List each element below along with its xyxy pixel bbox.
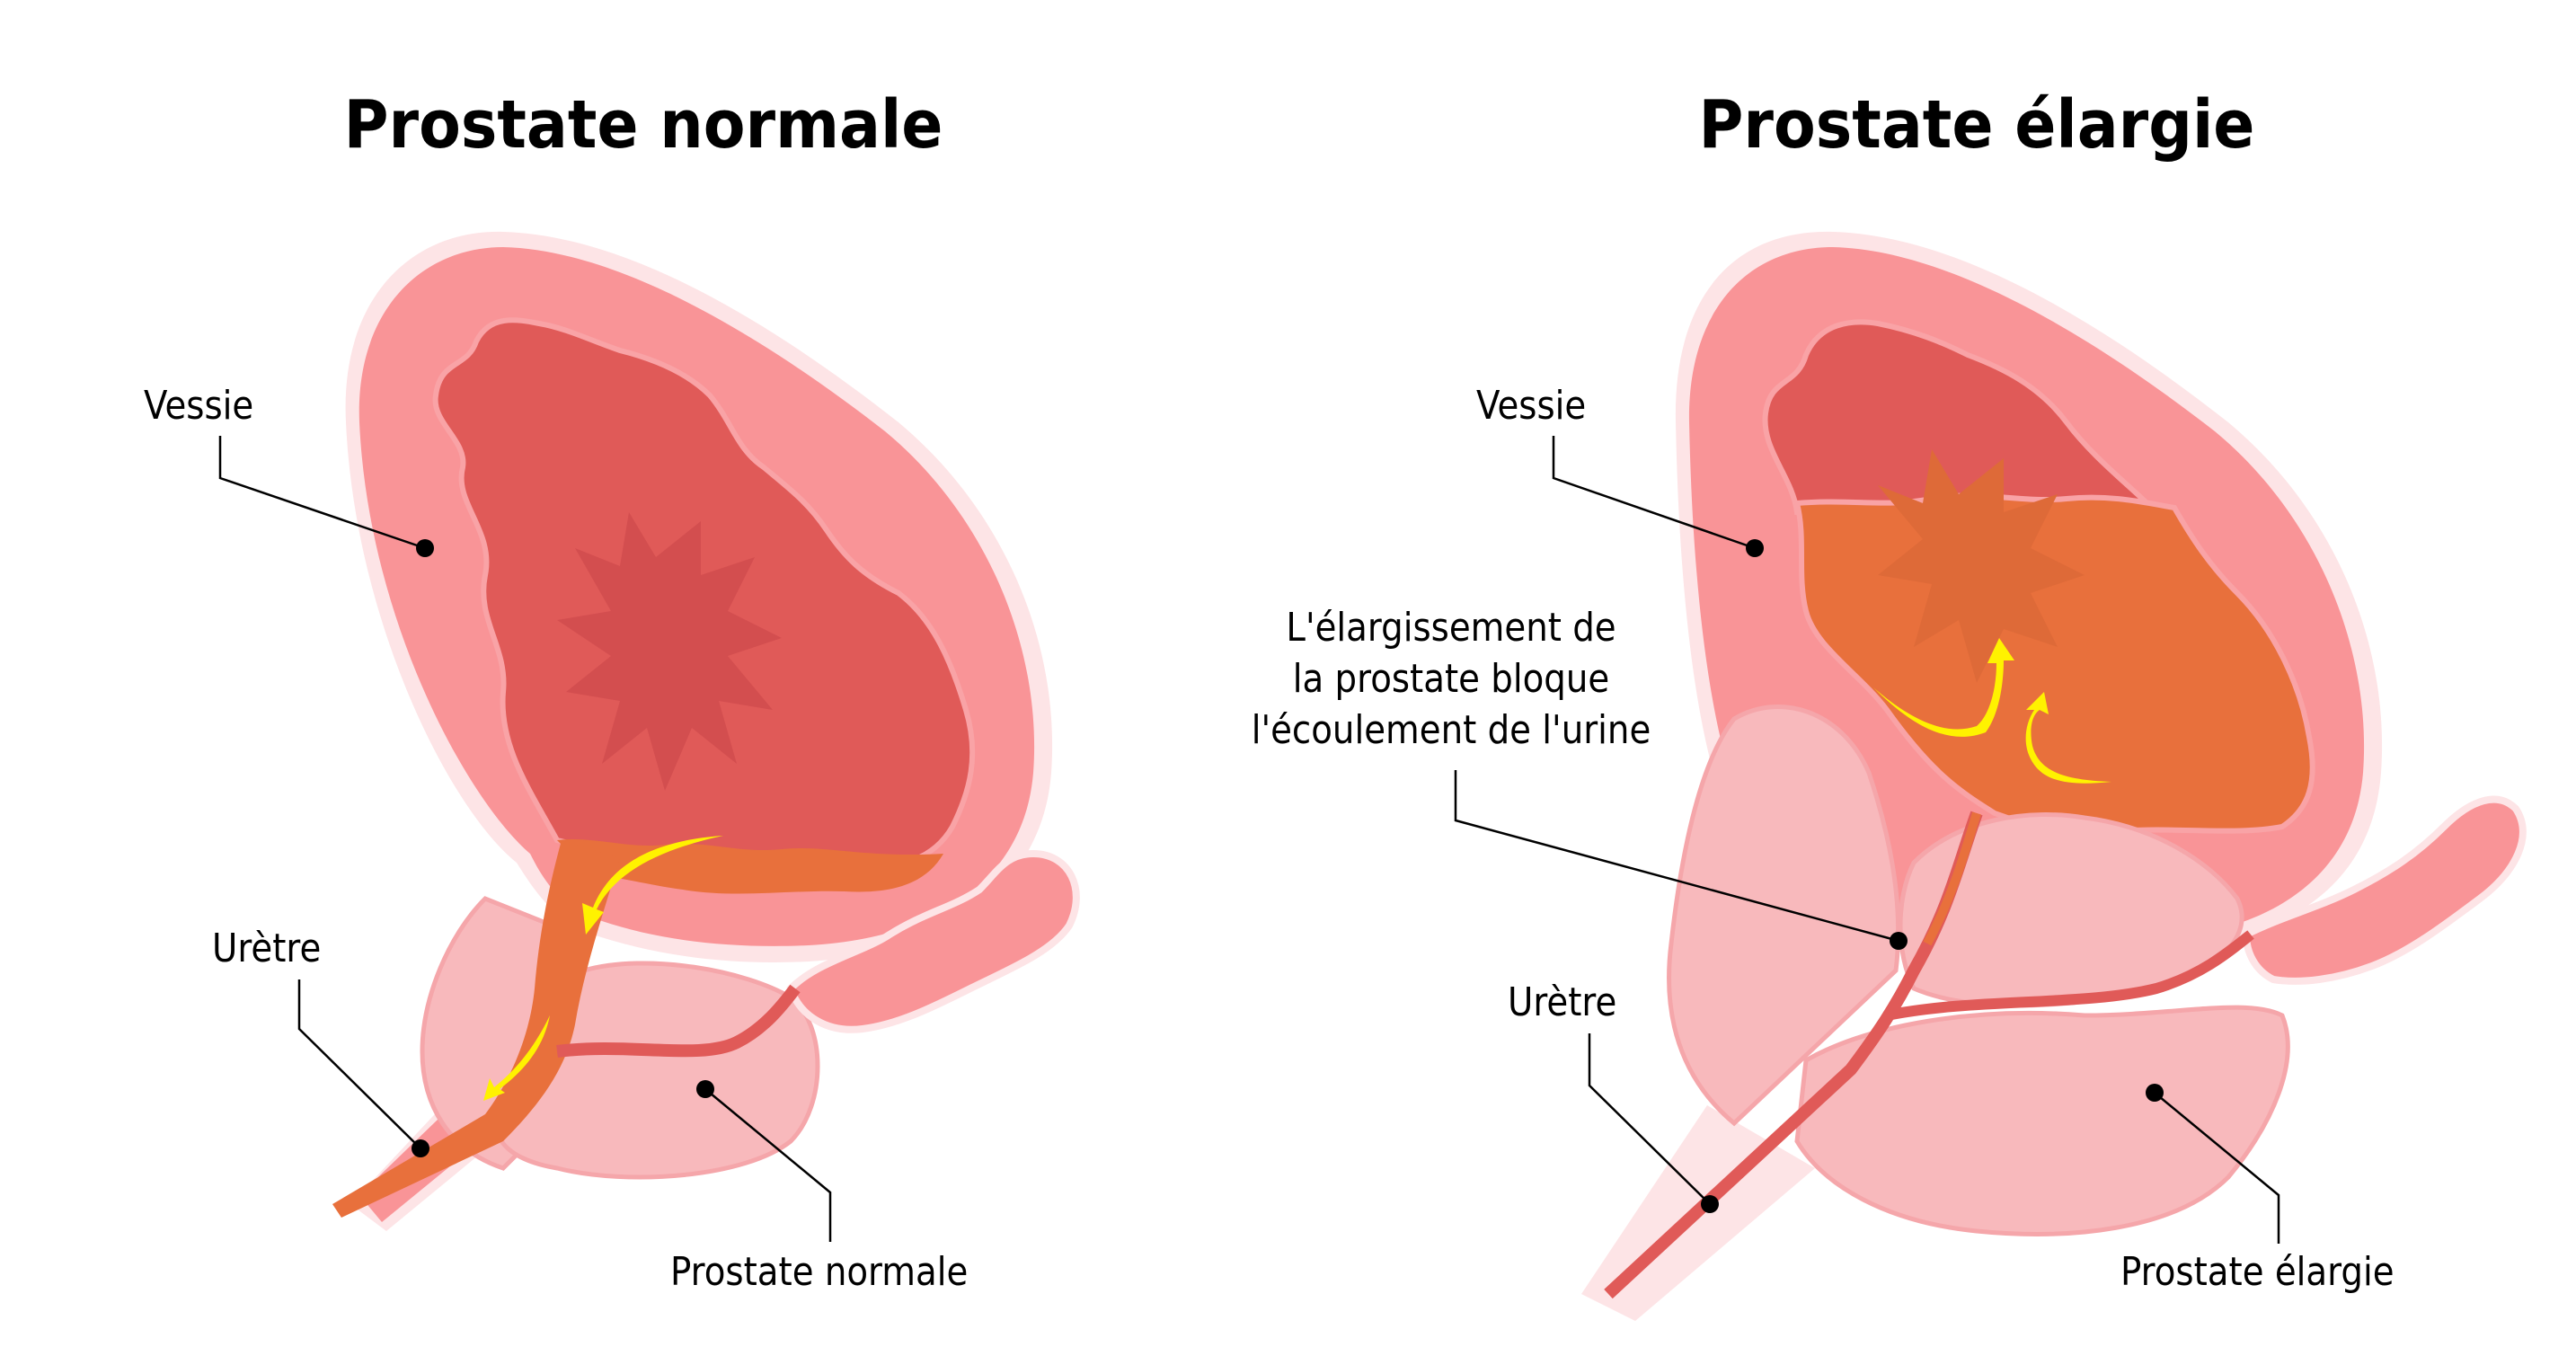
- dot-prostate-right: [2146, 1084, 2164, 1102]
- urine-flow-arrow-1: [582, 836, 723, 935]
- leader-line-prostate-left: [704, 1088, 832, 1242]
- leader-line-note-right: [1454, 770, 1899, 943]
- urethra-urine-channel: [332, 840, 620, 1218]
- dot-note-right: [1890, 932, 1908, 950]
- dot-uretre-left: [412, 1139, 429, 1157]
- prostate-left-lobe: [1667, 705, 1901, 1127]
- dot-uretre-right: [1701, 1195, 1719, 1213]
- label-prostate-right: Prostate élargie: [2120, 1249, 2395, 1295]
- label-vessie-right: Vessie: [1476, 383, 1587, 429]
- label-uretre-right: Urètre: [1508, 979, 1617, 1025]
- urethra-urine-trace: [1923, 811, 1981, 946]
- seminal-vesicle: [786, 849, 1080, 1033]
- bladder-lumen: [1762, 319, 2164, 515]
- note-line-2: la prostate bloque: [1292, 656, 1610, 702]
- enlarged-prostate-diagram: [1581, 231, 2527, 1321]
- ejaculatory-duct: [1885, 930, 2254, 1021]
- leader-line-prostate-right: [2154, 1092, 2280, 1244]
- dot-prostate-left: [696, 1080, 714, 1098]
- leader-line-vessie-left: [218, 436, 426, 550]
- leader-line-uretre-right: [1588, 1033, 1711, 1205]
- bladder-fold-pattern: [557, 512, 782, 791]
- label-prostate-left: Prostate normale: [670, 1249, 969, 1295]
- urine-flow-arrow-2: [483, 1015, 550, 1101]
- blocked-flow-arrow-1: [1873, 638, 2014, 737]
- label-dots: [412, 539, 2164, 1213]
- note-line-1: L'élargissement de: [1286, 605, 1616, 651]
- leader-line-uretre-left: [297, 979, 421, 1149]
- label-uretre-left: Urètre: [212, 926, 322, 971]
- label-vessie-left: Vessie: [144, 383, 254, 429]
- prostate-lower-lobe: [1794, 1005, 2290, 1236]
- leader-lines: [218, 436, 2280, 1244]
- title-enlarged: Prostate élargie: [1698, 86, 2255, 164]
- dot-vessie-right: [1746, 539, 1764, 557]
- ejaculatory-duct: [556, 984, 801, 1058]
- leader-line-vessie-right: [1552, 436, 1756, 550]
- seminal-vesicle: [2242, 795, 2527, 985]
- dot-vessie-left: [416, 539, 434, 557]
- title-normal: Prostate normale: [343, 86, 943, 164]
- normal-prostate-diagram: [332, 231, 1080, 1231]
- note-line-3: l'écoulement de l'urine: [1251, 707, 1651, 753]
- bladder-fold-pattern: [1878, 449, 2085, 683]
- label-enlargement-note: L'élargissement de la prostate bloque l'…: [1237, 602, 1664, 756]
